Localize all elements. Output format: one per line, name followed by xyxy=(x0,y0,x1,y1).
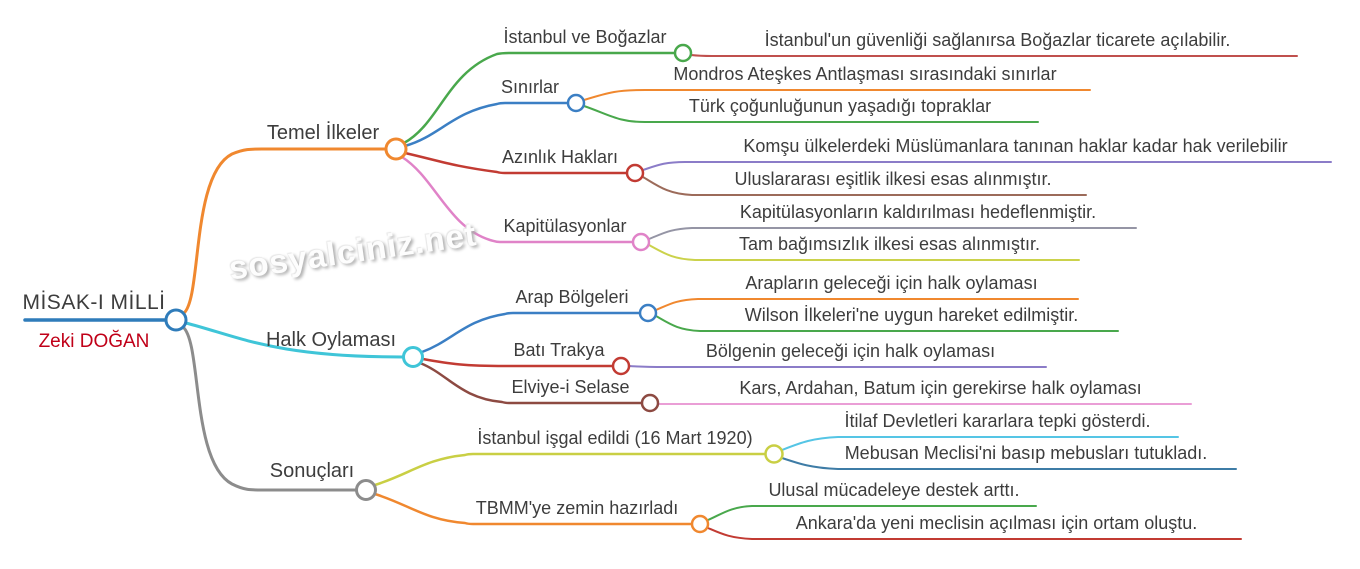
leaf-araplarin-gelecegi: Arapların geleceği için halk oylaması xyxy=(745,273,1038,293)
leaf-line-mebusan-meclisi xyxy=(781,457,1237,470)
leaf-uluslararasi-esitlik: Uluslararası eşitlik ilkesi esas alınmış… xyxy=(734,169,1052,189)
child-label-istanbul-ve-bogazlar: İstanbul ve Boğazlar xyxy=(503,27,667,47)
child-label-arap-bolgeleri: Arap Bölgeleri xyxy=(515,287,629,307)
branch-label-temel-ilkeler: Temel İlkeler xyxy=(266,122,380,144)
leaf-line-tam-bagimsizlik xyxy=(648,244,1080,261)
child-label-sinirlar: Sınırlar xyxy=(500,77,560,97)
edge-azinlik-haklari xyxy=(403,151,628,175)
edge-root-sonuclari xyxy=(181,325,357,492)
leaf-line-wilson-ilkeleri xyxy=(655,315,1119,332)
leaf-kars-ardahan-batum: Kars, Ardahan, Batum için gerekirse halk… xyxy=(739,378,1142,398)
leaf-mondros: Mondros Ateşkes Antlaşması sırasındaki s… xyxy=(673,64,1057,84)
node-kapitulasyonlar-circle xyxy=(631,232,651,252)
node-temel-ilkeler-circle xyxy=(384,137,408,161)
child-label-bati-trakya: Batı Trakya xyxy=(513,340,605,360)
edge-root-temel-ilkeler xyxy=(182,147,387,315)
node-tbmm-zemin-circle xyxy=(690,514,710,534)
leaf-itilaf-tepki: İtilaf Devletleri kararlara tepki göster… xyxy=(844,411,1151,431)
author-name: Zeki DOĞAN xyxy=(38,331,150,352)
leaf-kapitulasyon-kaldirilmasi: Kapitülasyonların kaldırılması hedeflenm… xyxy=(739,202,1097,222)
child-label-tbmm-zemin: TBMM'ye zemin hazırladı xyxy=(475,498,679,518)
root-title: MİSAK-I MİLLİ xyxy=(22,291,166,314)
leaf-ankara-meclis: Ankara'da yeni meclisin açılması için or… xyxy=(795,513,1198,533)
edge-sinirlar xyxy=(403,101,569,148)
edge-tbmm-zemin xyxy=(373,492,693,526)
edge-istanbul-ve-bogazlar xyxy=(402,51,676,145)
leaf-line-bolgenin-gelecegi xyxy=(628,365,1047,368)
edge-istanbul-isgal xyxy=(373,452,766,487)
node-istanbul-ve-bogazlar-circle xyxy=(673,43,693,63)
leaf-line-araplarin-gelecegi xyxy=(655,298,1079,311)
edge-arap-bolgeleri xyxy=(420,311,641,354)
leaf-line-kapitulasyon-kaldirilmasi xyxy=(648,227,1137,240)
child-label-kapitulasyonlar: Kapitülasyonlar xyxy=(503,216,627,236)
node-arap-bolgeleri-circle xyxy=(638,303,658,323)
leaf-line-turk-cogunlugu xyxy=(583,105,1039,123)
branch-label-halk-oylamasi: Halk Oylaması xyxy=(265,329,397,351)
child-label-azinlik-haklari: Azınlık Hakları xyxy=(501,147,619,167)
leaf-line-itilaf-tepki xyxy=(781,436,1179,451)
edge-bati-trakya xyxy=(421,357,614,368)
leaf-line-uluslararasi-esitlik xyxy=(642,176,1087,196)
leaf-line-mondros xyxy=(583,89,1091,101)
leaf-wilson-ilkeleri: Wilson İlkeleri'ne uygun hareket edilmiş… xyxy=(744,305,1079,325)
edge-elviye-i-selase xyxy=(418,361,643,405)
leaf-line-ulusal-mucadele xyxy=(707,505,1037,521)
leaf-tam-bagimsizlik: Tam bağımsızlık ilkesi esas alınmıştır. xyxy=(738,234,1041,254)
edge-root-halk-oylamasi xyxy=(184,321,405,359)
node-sinirlar-circle xyxy=(566,93,586,113)
leaf-line-istanbul-guvenligi xyxy=(690,54,1298,57)
node-halk-oylamasi-circle xyxy=(402,346,424,368)
node-sonuclari-circle xyxy=(355,479,377,501)
child-label-elviye-i-selase: Elviye-i Selase xyxy=(511,377,630,397)
branch-label-sonuclari: Sonuçları xyxy=(269,460,355,482)
leaf-istanbul-guvenligi: İstanbul'un güvenliği sağlanırsa Boğazla… xyxy=(764,30,1231,50)
leaf-turk-cogunlugu: Türk çoğunluğunun yaşadığı topraklar xyxy=(688,96,992,116)
node-azinlik-haklari-circle xyxy=(625,163,645,183)
leaf-mebusan-meclisi: Mebusan Meclisi'ni basıp mebusları tutuk… xyxy=(844,443,1208,463)
leaf-line-komsu-ulkeler xyxy=(642,161,1332,171)
node-root-circle xyxy=(164,308,188,332)
node-istanbul-isgal-circle xyxy=(764,444,784,464)
leaf-komsu-ulkeler: Komşu ülkelerdeki Müslümanlara tanınan h… xyxy=(743,136,1288,156)
leaf-line-ankara-meclis xyxy=(707,527,1242,540)
edge-kapitulasyonlar xyxy=(400,155,634,244)
node-bati-trakya-circle xyxy=(611,356,631,376)
leaf-ulusal-mucadele: Ulusal mücadeleye destek arttı. xyxy=(768,480,1020,500)
leaf-bolgenin-gelecegi: Bölgenin geleceği için halk oylaması xyxy=(705,341,996,361)
child-label-istanbul-isgal: İstanbul işgal edildi (16 Mart 1920) xyxy=(477,428,753,448)
node-elviye-i-selase-circle xyxy=(640,393,660,413)
